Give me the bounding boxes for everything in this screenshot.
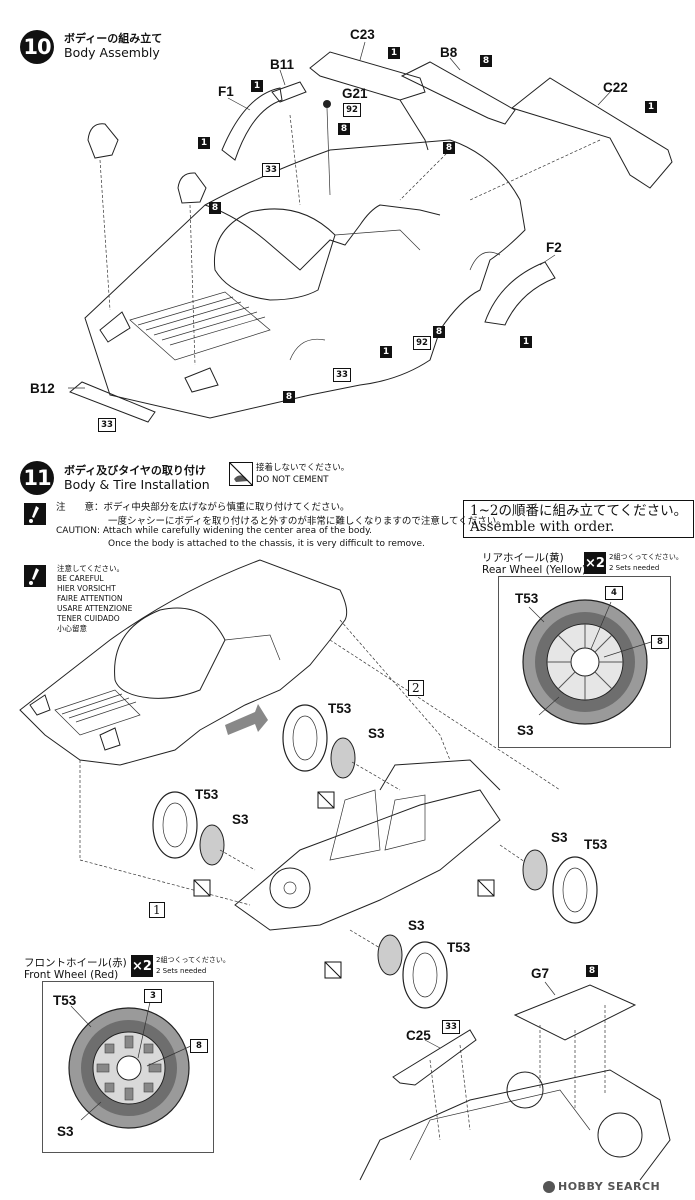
- label-c23: C23: [350, 27, 375, 42]
- careful-line: FAIRE ATTENTION: [57, 594, 123, 603]
- front-multiplier-badge: ×2: [131, 955, 153, 977]
- tag-8: 8: [443, 142, 455, 154]
- rear-wheel-title-jp: リアホイール(黄): [482, 552, 564, 564]
- tag-1: 1: [198, 137, 210, 149]
- front-wheel-box: T53 S3 3 8: [42, 981, 214, 1153]
- rear-sets-en: 2 Sets needed: [609, 564, 660, 572]
- careful-line: USARE ATTENZIONE: [57, 604, 133, 613]
- step-10-title-en: Body Assembly: [64, 45, 160, 60]
- tag-1: 1: [380, 346, 392, 358]
- caution-en-1: CAUTION: Attach while carefully widening…: [56, 526, 372, 536]
- rear-tag-8: 8: [651, 635, 669, 649]
- label-c25: C25: [406, 1028, 431, 1043]
- label-g7: G7: [531, 966, 550, 981]
- body-assembly-diagram: [68, 41, 673, 423]
- label-c22: C22: [603, 80, 628, 95]
- frame-number-2: 2: [408, 680, 424, 696]
- label-g21: G21: [342, 86, 368, 101]
- step-11-badge: 11: [20, 461, 54, 495]
- order-jp: 1~2の順番に組み立ててください。: [470, 503, 688, 519]
- label-t53: T53: [195, 787, 219, 802]
- careful-line: BE CAREFUL: [57, 574, 104, 583]
- label-b8: B8: [440, 45, 458, 60]
- body-chassis-diagram: [19, 559, 671, 1181]
- label-s3: S3: [408, 918, 425, 933]
- label-s3: S3: [368, 726, 385, 741]
- no-cement-en: DO NOT CEMENT: [256, 475, 329, 485]
- front-wheel-title-jp: フロントホイール(赤): [24, 957, 127, 969]
- label-b12: B12: [30, 381, 55, 396]
- frame-number-1: 1: [149, 902, 165, 918]
- careful-line: 小心留意: [57, 624, 87, 633]
- step-10-badge: 10: [20, 30, 54, 64]
- label-t53: T53: [447, 940, 471, 955]
- tag-8: 8: [209, 202, 221, 214]
- caution-jp-1: 注 意：ボディ中央部分を広げながら慎重に取り付けてください。: [56, 502, 350, 513]
- rear-multiplier-badge: ×2: [584, 552, 606, 574]
- order-en: Assemble with order.: [470, 519, 615, 535]
- label-f1: F1: [218, 84, 234, 99]
- front-label-s3: S3: [57, 1124, 74, 1139]
- step-11-title-en: Body & Tire Installation: [64, 477, 210, 492]
- rear-wheel-title-en: Rear Wheel (Yellow): [482, 564, 587, 576]
- step-10-title-jp: ボディーの組み立て: [64, 32, 163, 45]
- careful-icon: [24, 565, 46, 587]
- rear-label-s3: S3: [517, 723, 534, 738]
- tag-33: 33: [333, 368, 351, 382]
- front-tag-3: 3: [144, 989, 162, 1003]
- tag-92: 92: [343, 103, 361, 117]
- tag-1: 1: [520, 336, 532, 348]
- rear-wheel-box: T53 S3 4 8: [498, 576, 671, 748]
- tag-33: 33: [442, 1020, 460, 1034]
- tag-8: 8: [586, 965, 598, 977]
- watermark-text: HOBBY SEARCH: [558, 1180, 661, 1193]
- logo-icon: [543, 1180, 555, 1193]
- front-sets-jp: 2組つくってください。: [156, 956, 230, 964]
- tag-8: 8: [433, 326, 445, 338]
- tag-1: 1: [645, 101, 657, 113]
- label-b11: B11: [270, 57, 295, 72]
- label-t53: T53: [328, 701, 352, 716]
- label-t53: T53: [584, 837, 608, 852]
- front-tag-8: 8: [190, 1039, 208, 1053]
- no-cement-icon: [229, 462, 253, 486]
- label-f2: F2: [546, 240, 562, 255]
- label-s3: S3: [232, 812, 249, 827]
- careful-line: TENER CUIDADO: [57, 614, 120, 623]
- rear-tag-4: 4: [605, 586, 623, 600]
- caution-icon: [24, 503, 46, 525]
- tag-33: 33: [98, 418, 116, 432]
- rear-label-t53: T53: [515, 591, 539, 606]
- front-label-t53: T53: [53, 993, 77, 1008]
- tag-1: 1: [388, 47, 400, 59]
- tag-8: 8: [283, 391, 295, 403]
- watermark: HOBBY SEARCH: [543, 1180, 660, 1193]
- step-11-title-jp: ボディ及びタイヤの取り付け: [64, 464, 206, 477]
- careful-line: 注意してください。: [57, 564, 125, 573]
- tag-1: 1: [251, 80, 263, 92]
- tag-92: 92: [413, 336, 431, 350]
- rear-sets-jp: 2組つくってください。: [609, 553, 683, 561]
- assembly-order-box: 1~2の順番に組み立ててください。 Assemble with order.: [463, 500, 695, 538]
- no-cement-jp: 接着しないでください。: [256, 463, 350, 473]
- tag-8: 8: [338, 123, 350, 135]
- front-sets-en: 2 Sets needed: [156, 967, 207, 975]
- front-wheel-title-en: Front Wheel (Red): [24, 969, 119, 981]
- caution-en-2: Once the body is attached to the chassis…: [108, 539, 425, 549]
- label-s3: S3: [551, 830, 568, 845]
- tag-8: 8: [480, 55, 492, 67]
- caution-jp-2: 一度シャシーにボディを取り付けると外すのが非常に難しくなりますので注意してくださ…: [108, 516, 506, 527]
- careful-line: HIER VORSICHT: [57, 584, 116, 593]
- tag-33: 33: [262, 163, 280, 177]
